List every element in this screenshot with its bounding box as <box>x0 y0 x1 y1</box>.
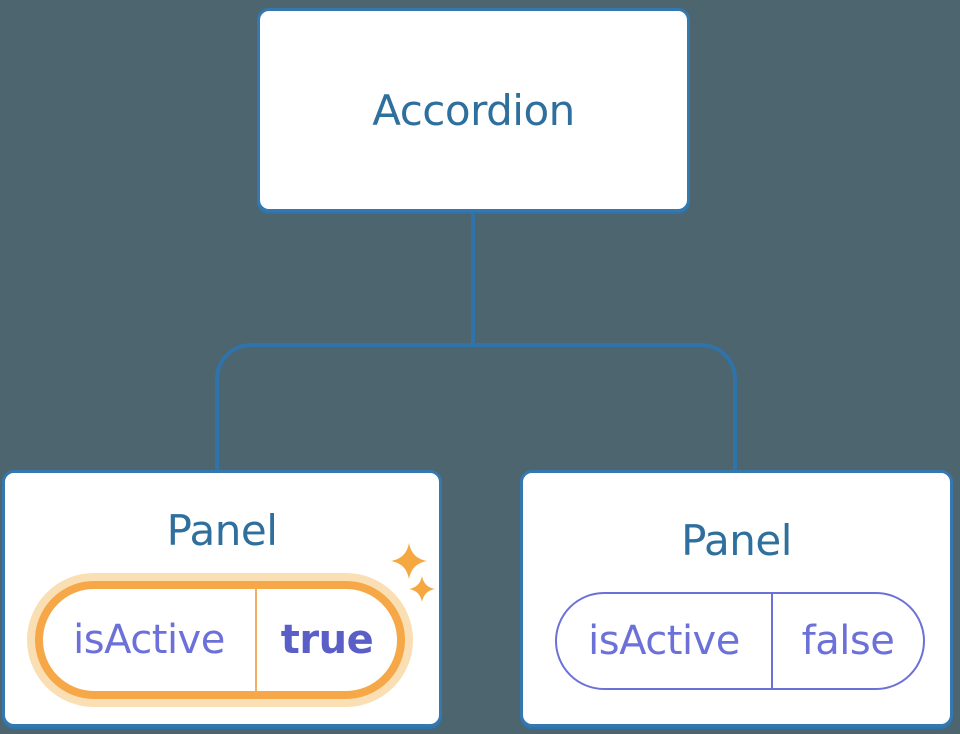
isactive-true-pill: isActive true <box>35 581 405 699</box>
accordion-node-label: Accordion <box>372 85 575 135</box>
sparkle-icon-large <box>391 543 427 579</box>
tree-connector-stem <box>471 212 475 345</box>
prop-name-label: isActive <box>588 618 740 664</box>
pill-divider <box>255 589 257 691</box>
tree-connector-branches <box>215 343 737 471</box>
panel-node-inactive: Panel isActive false <box>520 470 953 727</box>
panel-node-active: Panel isActive true <box>2 470 442 727</box>
panel-node-title: Panel <box>681 516 792 565</box>
accordion-node: Accordion <box>257 8 690 212</box>
prop-value-label: false <box>801 618 895 664</box>
pill-divider <box>771 594 773 688</box>
isactive-false-pill: isActive false <box>555 592 925 690</box>
prop-name-label: isActive <box>73 617 225 663</box>
prop-value-label: true <box>280 617 374 663</box>
sparkle-icon-small <box>409 576 435 602</box>
panel-node-title: Panel <box>166 506 278 555</box>
